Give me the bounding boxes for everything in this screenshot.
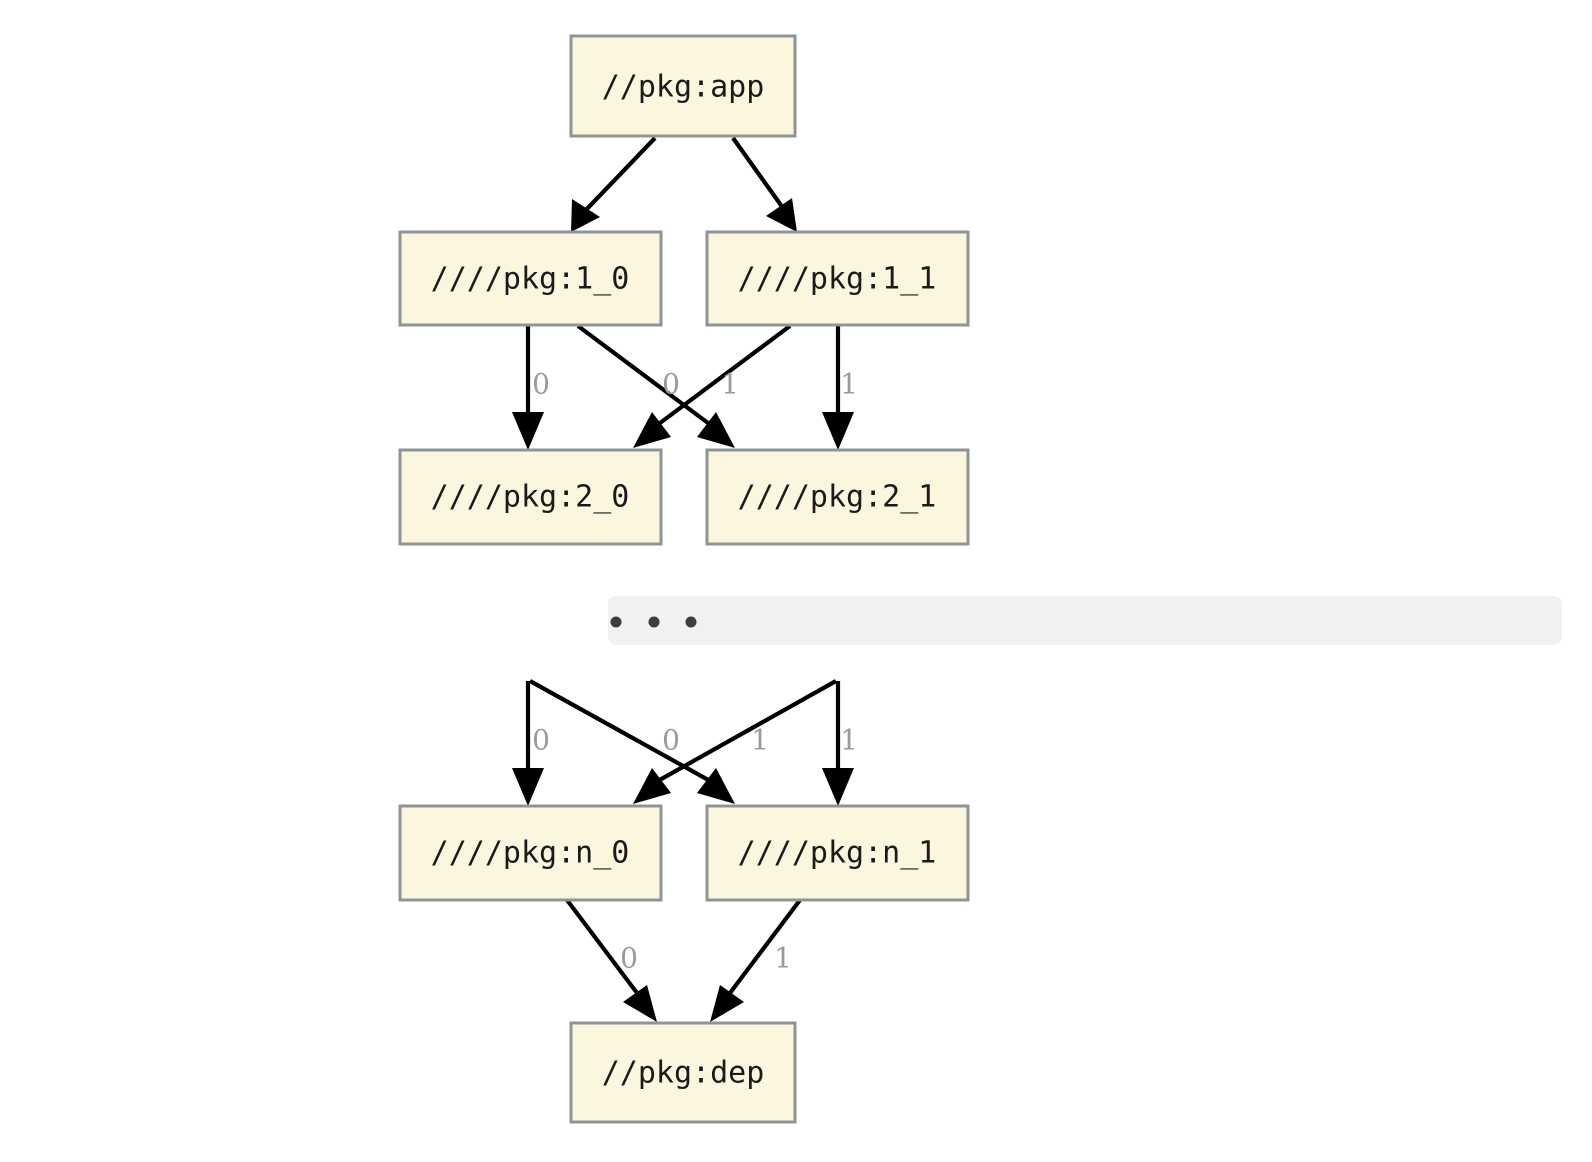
node-n_1[interactable]: ////pkg:n_1 [705, 804, 970, 902]
edge-app-to-1_0 [571, 136, 657, 232]
node-2_0[interactable]: ////pkg:2_0 [398, 448, 663, 546]
edge-label-1_0-2_0: 0 [532, 368, 550, 401]
edge-label-hidden-right-n_0: 1 [751, 724, 769, 757]
edge-app-to-1_1 [731, 136, 797, 232]
edge-label-hidden-left-n_1: 0 [662, 724, 680, 757]
node-1_0[interactable]: ////pkg:1_0 [398, 230, 663, 327]
node-n_0-label: ////pkg:n_0 [431, 836, 630, 871]
edge-n_1-to-dep [710, 898, 802, 1022]
node-app[interactable]: //pkg:app [569, 34, 797, 138]
edge-n_0-to-dep [565, 898, 657, 1022]
node-dep-label: //pkg:dep [602, 1056, 765, 1091]
edge-hidden-left-to-n_0 [512, 681, 544, 806]
ellipsis-dot-3 [685, 616, 697, 628]
edge-hidden-right-to-n_1 [822, 681, 854, 806]
edge-label-n_0-dep: 0 [620, 942, 638, 975]
node-2_0-label: ////pkg:2_0 [431, 480, 630, 515]
ellipsis-dot-2 [648, 616, 660, 628]
ellipsis-dot-1 [610, 616, 622, 628]
node-n_0[interactable]: ////pkg:n_0 [398, 804, 663, 902]
edge-1_1-to-2_1 [822, 326, 854, 450]
edge-hidden-left-to-n_1 [528, 679, 735, 804]
node-2_1-label: ////pkg:2_1 [738, 480, 937, 515]
node-2_1[interactable]: ////pkg:2_1 [705, 448, 970, 546]
edge-hidden-right-to-n_0 [633, 679, 838, 804]
edge-label-1_1-2_1: 1 [840, 368, 858, 401]
edge-label-n_1-dep: 1 [774, 942, 792, 975]
edge-1_1-to-2_0 [633, 324, 792, 448]
node-n_1-label: ////pkg:n_1 [738, 836, 937, 871]
node-1_0-label: ////pkg:1_0 [431, 262, 630, 297]
node-dep[interactable]: //pkg:dep [569, 1021, 797, 1124]
node-app-label: //pkg:app [602, 70, 765, 105]
edge-label-1_0-2_1: 0 [662, 368, 680, 401]
edge-label-hidden-left-n_0: 0 [532, 724, 550, 757]
edge-1_0-to-2_0 [512, 326, 544, 450]
node-1_1[interactable]: ////pkg:1_1 [705, 230, 970, 327]
edge-1_0-to-2_1 [576, 324, 735, 448]
edge-label-1_1-2_0: 1 [721, 368, 739, 401]
ellipsis-band [608, 596, 1562, 645]
node-1_1-label: ////pkg:1_1 [738, 262, 937, 297]
edge-label-hidden-right-n_1: 1 [840, 724, 858, 757]
